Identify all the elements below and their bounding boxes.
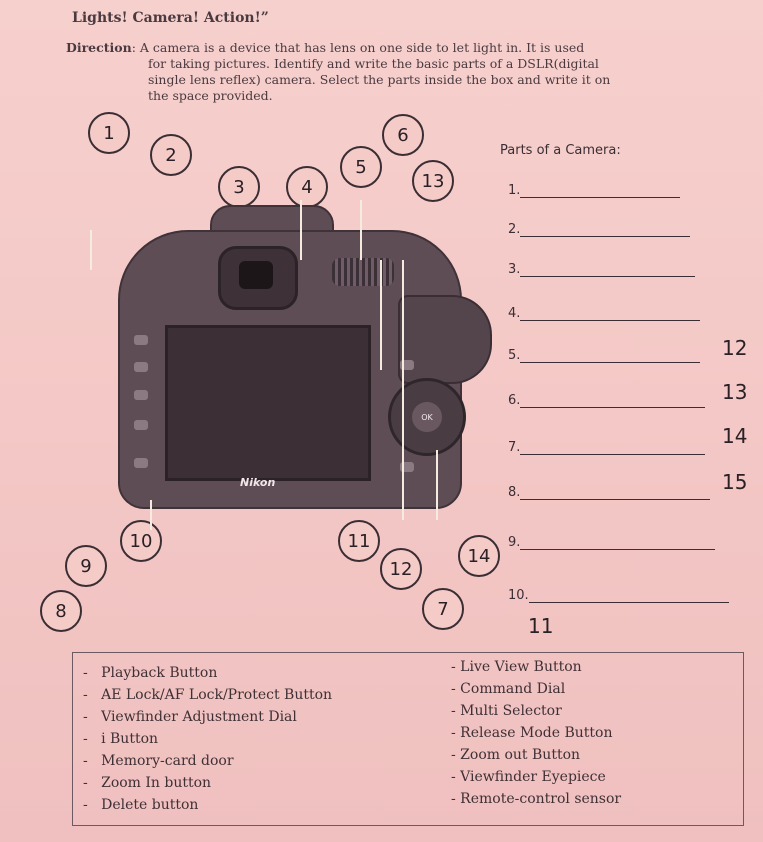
- camera-button: [400, 360, 414, 370]
- choice-left-1: - Playback Button: [83, 665, 218, 681]
- choice-left-2: - AE Lock/AF Lock/Protect Button: [83, 687, 333, 703]
- parts-heading: Parts of a Camera:: [500, 143, 621, 158]
- choice-right-7: - Remote-control sensor: [451, 791, 622, 807]
- callout-circle: 13: [412, 160, 454, 202]
- choice-right-5: - Zoom out Button: [451, 747, 581, 763]
- callout-circle: 14: [458, 535, 500, 577]
- leader-line: [150, 500, 152, 530]
- camera-illustration: OK Nikon: [70, 200, 500, 530]
- parts-blank-1[interactable]: 1.: [508, 183, 681, 198]
- choice-left-3: - Viewfinder Adjustment Dial: [83, 709, 297, 725]
- choice-right-2: - Command Dial: [451, 681, 566, 697]
- leader-line: [380, 260, 382, 370]
- direction-line-1: : A camera is a device that has lens on …: [131, 40, 585, 55]
- callout-circle: 12: [380, 548, 422, 590]
- leader-line: [90, 230, 92, 270]
- callout-circle: 3: [218, 166, 260, 208]
- choices-box: - Playback Button - AE Lock/AF Lock/Prot…: [72, 652, 744, 826]
- parts-blank-7[interactable]: 7.: [508, 440, 706, 455]
- handwritten-answer: 13: [722, 380, 748, 404]
- callout-circle: 1: [88, 112, 130, 154]
- multi-selector: OK: [388, 378, 466, 456]
- parts-blank-5[interactable]: 5.: [508, 348, 701, 363]
- camera-brand-logo: Nikon: [240, 476, 276, 489]
- callout-circle: 8: [40, 590, 82, 632]
- choice-right-4: - Release Mode Button: [451, 725, 613, 741]
- choice-left-5: - Memory-card door: [83, 753, 234, 769]
- leader-line: [300, 200, 302, 260]
- callout-circle: 2: [150, 134, 192, 176]
- leader-line: [402, 260, 404, 520]
- callout-circle: 6: [382, 114, 424, 156]
- camera-button: [134, 458, 148, 468]
- camera-button: [134, 420, 148, 430]
- callout-circle: 11: [338, 520, 380, 562]
- direction-label: Direction: [66, 40, 132, 55]
- thumb-grip: [398, 295, 492, 384]
- choice-left-4: - i Button: [83, 731, 159, 747]
- parts-blank-10[interactable]: 10.: [508, 588, 729, 603]
- handwritten-answer: 14: [722, 424, 748, 448]
- direction-line-2: for taking pictures. Identify and write …: [148, 56, 599, 71]
- callout-circle: 7: [422, 588, 464, 630]
- leader-line: [360, 200, 362, 260]
- choice-right-1: - Live View Button: [451, 659, 582, 675]
- direction-line-3: single lens reflex) camera. Select the p…: [148, 72, 611, 87]
- callout-circle: 9: [65, 545, 107, 587]
- command-dial: [332, 258, 394, 286]
- callout-circle: 5: [340, 146, 382, 188]
- handwritten-answer: 12: [722, 336, 748, 360]
- ok-button: OK: [412, 402, 442, 432]
- choice-right-3: - Multi Selector: [451, 703, 562, 719]
- leader-line: [436, 450, 438, 520]
- choice-left-7: - Delete button: [83, 797, 199, 813]
- choice-right-6: - Viewfinder Eyepiece: [451, 769, 606, 785]
- choice-left-6: - Zoom In button: [83, 775, 212, 791]
- camera-button: [400, 462, 414, 472]
- parts-blank-4[interactable]: 4.: [508, 306, 701, 321]
- worksheet-title: Lights! Camera! Action!”: [72, 10, 269, 26]
- camera-button: [134, 362, 148, 372]
- viewfinder-window: [239, 261, 273, 289]
- parts-blank-9[interactable]: 9.: [508, 535, 716, 550]
- lcd-monitor: [165, 325, 371, 481]
- parts-blank-2[interactable]: 2.: [508, 222, 691, 237]
- handwritten-answer: 11: [528, 614, 554, 638]
- parts-blank-6[interactable]: 6.: [508, 393, 706, 408]
- parts-blank-3[interactable]: 3.: [508, 262, 696, 277]
- parts-blank-8[interactable]: 8.: [508, 485, 711, 500]
- handwritten-answer: 15: [722, 470, 748, 494]
- camera-button: [134, 335, 148, 345]
- camera-button: [134, 390, 148, 400]
- direction-text: Direction: A camera is a device that has…: [66, 40, 686, 104]
- callout-circle: 10: [120, 520, 162, 562]
- direction-line-4: the space provided.: [148, 88, 273, 103]
- viewfinder-eyepiece: [218, 246, 298, 310]
